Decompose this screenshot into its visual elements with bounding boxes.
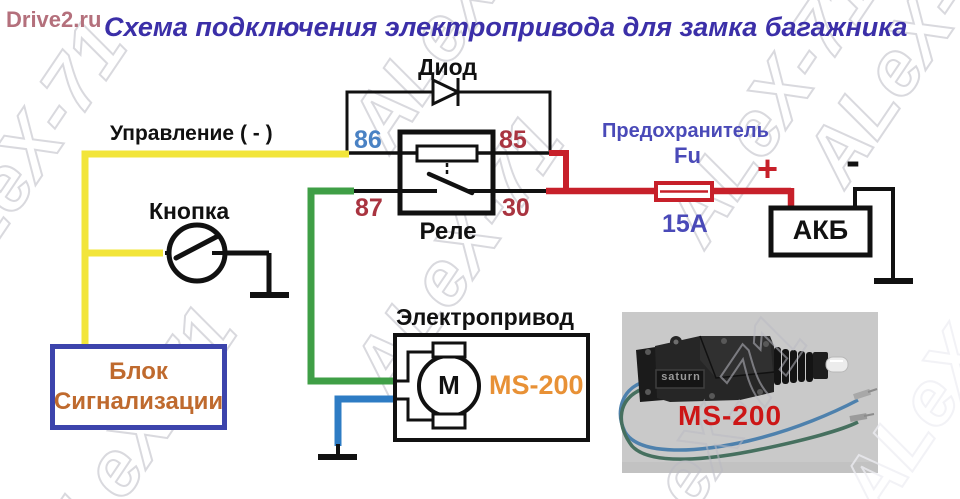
- power-wire-red: [546, 150, 795, 209]
- relay-label: Реле: [419, 218, 477, 245]
- alarm-block-label-line1: Блок: [109, 358, 168, 385]
- photo-blue-wire: [618, 381, 859, 452]
- relay-pin-30: 30: [502, 194, 530, 222]
- fuse-designator: Fu: [674, 143, 701, 168]
- relay-symbol: [349, 129, 550, 216]
- minus-terminal-label: -: [846, 137, 860, 184]
- photo-brand-label: saturn: [661, 371, 701, 383]
- alarm-block-label-line2: Сигнализации: [53, 388, 224, 415]
- button-label: Кнопка: [149, 198, 230, 224]
- actuator-body: [636, 335, 775, 402]
- relay-coil: [415, 144, 479, 163]
- actuator-model-label: MS-200: [489, 370, 584, 400]
- relay-pin-85: 85: [499, 126, 527, 154]
- photo-model-label: MS-200: [678, 400, 783, 431]
- fuse-title: Предохранитель: [602, 120, 769, 142]
- button-symbol: [165, 222, 289, 298]
- page-title: Схема подключения электропривода для зам…: [104, 12, 908, 42]
- battery-symbol: [768, 187, 913, 284]
- fuse-rating: 15А: [662, 210, 708, 238]
- wire-blue-motor-to-ground: [318, 395, 395, 460]
- diode-symbol: [345, 77, 552, 154]
- plus-terminal-label: +: [757, 148, 779, 189]
- actuator-plunger: [825, 356, 849, 373]
- battery-label: АКБ: [792, 215, 849, 245]
- site-logo: Drive2.ru: [6, 7, 102, 32]
- actuator-bellows: [774, 347, 828, 385]
- motor-letter: М: [438, 370, 460, 400]
- fuse-symbol: [654, 181, 714, 202]
- control-wire-yellow: [81, 150, 349, 346]
- alarm-block-box: Блок Сигнализации: [50, 344, 227, 430]
- photo-green-wire: [619, 388, 859, 461]
- actuator-photo: [618, 312, 878, 473]
- actuator-label: Электропривод: [396, 304, 575, 330]
- control-label: Управление ( - ): [110, 122, 273, 145]
- diode-label: Диод: [418, 54, 477, 80]
- actuator-motor-symbol: [393, 333, 590, 442]
- wire-green-87-to-motor: [307, 187, 395, 385]
- relay-switch-contact: [354, 171, 549, 196]
- photo-wire-terminals: [849, 388, 878, 422]
- relay-pin-86: 86: [354, 126, 382, 154]
- relay-pin-87: 87: [355, 194, 383, 222]
